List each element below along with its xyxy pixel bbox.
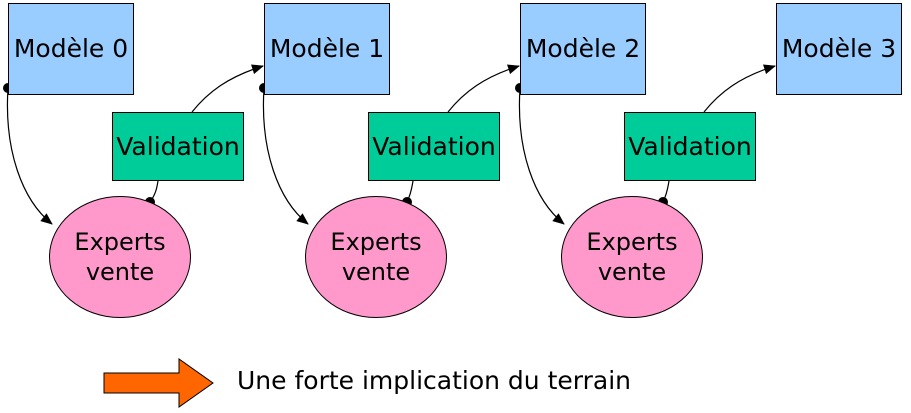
- model-3-label: Modèle 3: [781, 34, 897, 63]
- validation-1-label: Validation: [116, 131, 240, 161]
- model-2-box: Modèle 2: [520, 3, 646, 95]
- experts-1-label: Experts vente: [74, 228, 166, 286]
- model-0-label: Modèle 0: [13, 34, 129, 63]
- validation-3-box: Validation: [624, 112, 756, 181]
- model-2-label: Modèle 2: [525, 34, 641, 63]
- validation-2-box: Validation: [368, 112, 500, 181]
- validation-2-to-model-2-connector: [447, 64, 520, 113]
- validation-1-to-model-1-connector: [191, 64, 264, 113]
- model-1-label: Modèle 1: [269, 34, 385, 63]
- experts-vente-2-ellipse: Experts vente: [305, 196, 447, 318]
- experts-3-label: Experts vente: [586, 228, 678, 286]
- model-0-box: Modèle 0: [8, 3, 134, 95]
- validation-3-label: Validation: [628, 131, 752, 161]
- model-1-box: Modèle 1: [264, 3, 390, 95]
- validation-1-box: Validation: [112, 112, 244, 181]
- experts-vente-3-ellipse: Experts vente: [561, 196, 703, 318]
- model-3-box: Modèle 3: [776, 3, 902, 95]
- validation-2-label: Validation: [372, 131, 496, 161]
- validation-3-to-model-3-connector: [703, 64, 776, 113]
- experts-2-label: Experts vente: [330, 228, 422, 286]
- model-1-to-experts-2-connector: [262, 87, 309, 225]
- experts-vente-1-ellipse: Experts vente: [49, 196, 191, 318]
- model-0-to-experts-1-connector: [6, 87, 53, 225]
- legend-text: Une forte implication du terrain: [237, 366, 632, 395]
- legend-arrow-icon: [103, 358, 214, 408]
- model-2-to-experts-3-connector: [518, 87, 565, 225]
